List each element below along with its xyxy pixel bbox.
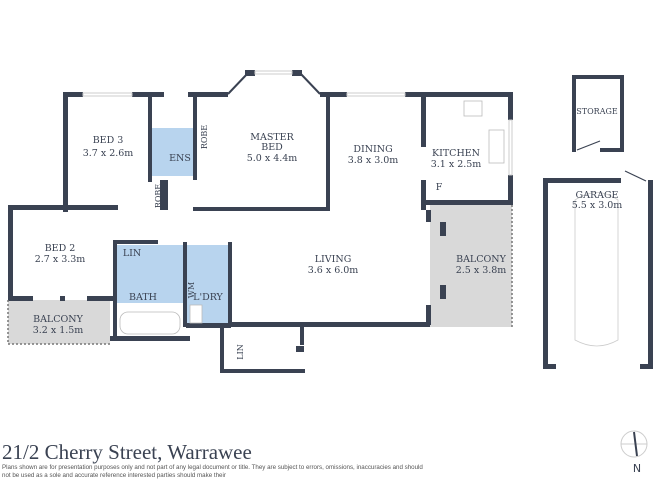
north-arrow-icon	[620, 430, 648, 458]
car-icon	[574, 192, 619, 347]
garage-size: 5.5 x 3.0m	[572, 200, 623, 211]
master-size: 5.0 x 4.4m	[247, 153, 298, 164]
storage-label: STORAGE	[576, 107, 618, 116]
bath-floor	[117, 245, 183, 303]
laundry-label: L'DRY	[193, 292, 223, 303]
bed3-label: BED 3	[93, 135, 124, 146]
ensuite-floor	[150, 128, 193, 176]
robe-master-label: ROBE	[200, 125, 209, 149]
windows	[82, 70, 513, 176]
balcony-west-floor	[8, 300, 110, 344]
kitchen-label: KITCHEN	[432, 148, 480, 159]
living-label: LIVING	[315, 254, 352, 265]
walls	[8, 70, 653, 373]
disclaimer: Plans shown are for presentation purpose…	[2, 464, 423, 479]
master-label: MASTER	[250, 132, 294, 143]
balcony-west-size: 3.2 x 1.5m	[33, 325, 84, 336]
dining-size: 3.8 x 3.0m	[348, 155, 399, 166]
balcony-east-size: 2.5 x 3.8m	[456, 265, 507, 276]
fridge-label: F	[436, 182, 443, 193]
dining-label: DINING	[353, 144, 392, 155]
balcony-west-label: BALCONY	[33, 314, 84, 325]
compass-label: N	[633, 462, 641, 475]
garage-label: GARAGE	[576, 190, 619, 201]
master-label-2: BED	[261, 142, 283, 153]
fixtures	[119, 100, 619, 347]
bed2-size: 2.7 x 3.3m	[35, 254, 86, 265]
bath-label: BATH	[129, 292, 157, 303]
sink	[488, 129, 505, 164]
bed2-label: BED 2	[45, 243, 76, 254]
bathtub	[119, 311, 181, 335]
kitchen-size: 3.1 x 2.5m	[431, 159, 482, 170]
washing-machine-label: WM	[187, 282, 196, 298]
linen-label: LIN	[123, 248, 141, 259]
laundry-tub	[189, 304, 203, 324]
bed3-size: 3.7 x 2.6m	[83, 148, 134, 159]
linen-2-label: LIN	[236, 344, 245, 359]
robe-hall-label: ROBE	[154, 184, 163, 208]
cooktop	[463, 100, 483, 117]
ensuite-label: ENS	[169, 153, 191, 164]
balcony-east-label: BALCONY	[456, 254, 507, 265]
living-size: 3.6 x 6.0m	[308, 265, 359, 276]
property-address: 21/2 Cherry Street, Warrawee	[2, 440, 252, 464]
